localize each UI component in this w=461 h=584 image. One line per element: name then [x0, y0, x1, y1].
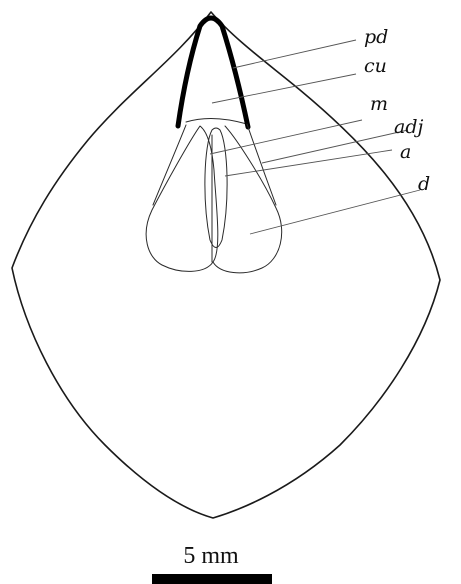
leader-cu [212, 74, 356, 103]
pd-edge [178, 18, 248, 127]
label-a: a [400, 141, 411, 163]
leader-m [210, 120, 362, 154]
adj-right [247, 124, 276, 205]
label-cu: cu [364, 55, 387, 77]
lobe-right [213, 126, 282, 273]
label-d: d [418, 173, 430, 195]
adj-left [153, 125, 186, 205]
m-body [205, 128, 227, 248]
scale-bar-label: 5 mm [183, 543, 239, 569]
body-outline [12, 12, 440, 518]
leader-adj [262, 130, 408, 163]
scale-bar [152, 574, 272, 584]
label-m: m [370, 93, 388, 115]
label-pd: pd [364, 26, 388, 48]
cu-region [186, 118, 247, 124]
leader-a [225, 150, 392, 176]
leader-d [250, 190, 420, 234]
leader-pd [233, 40, 356, 68]
label-adj: adj [394, 116, 423, 138]
